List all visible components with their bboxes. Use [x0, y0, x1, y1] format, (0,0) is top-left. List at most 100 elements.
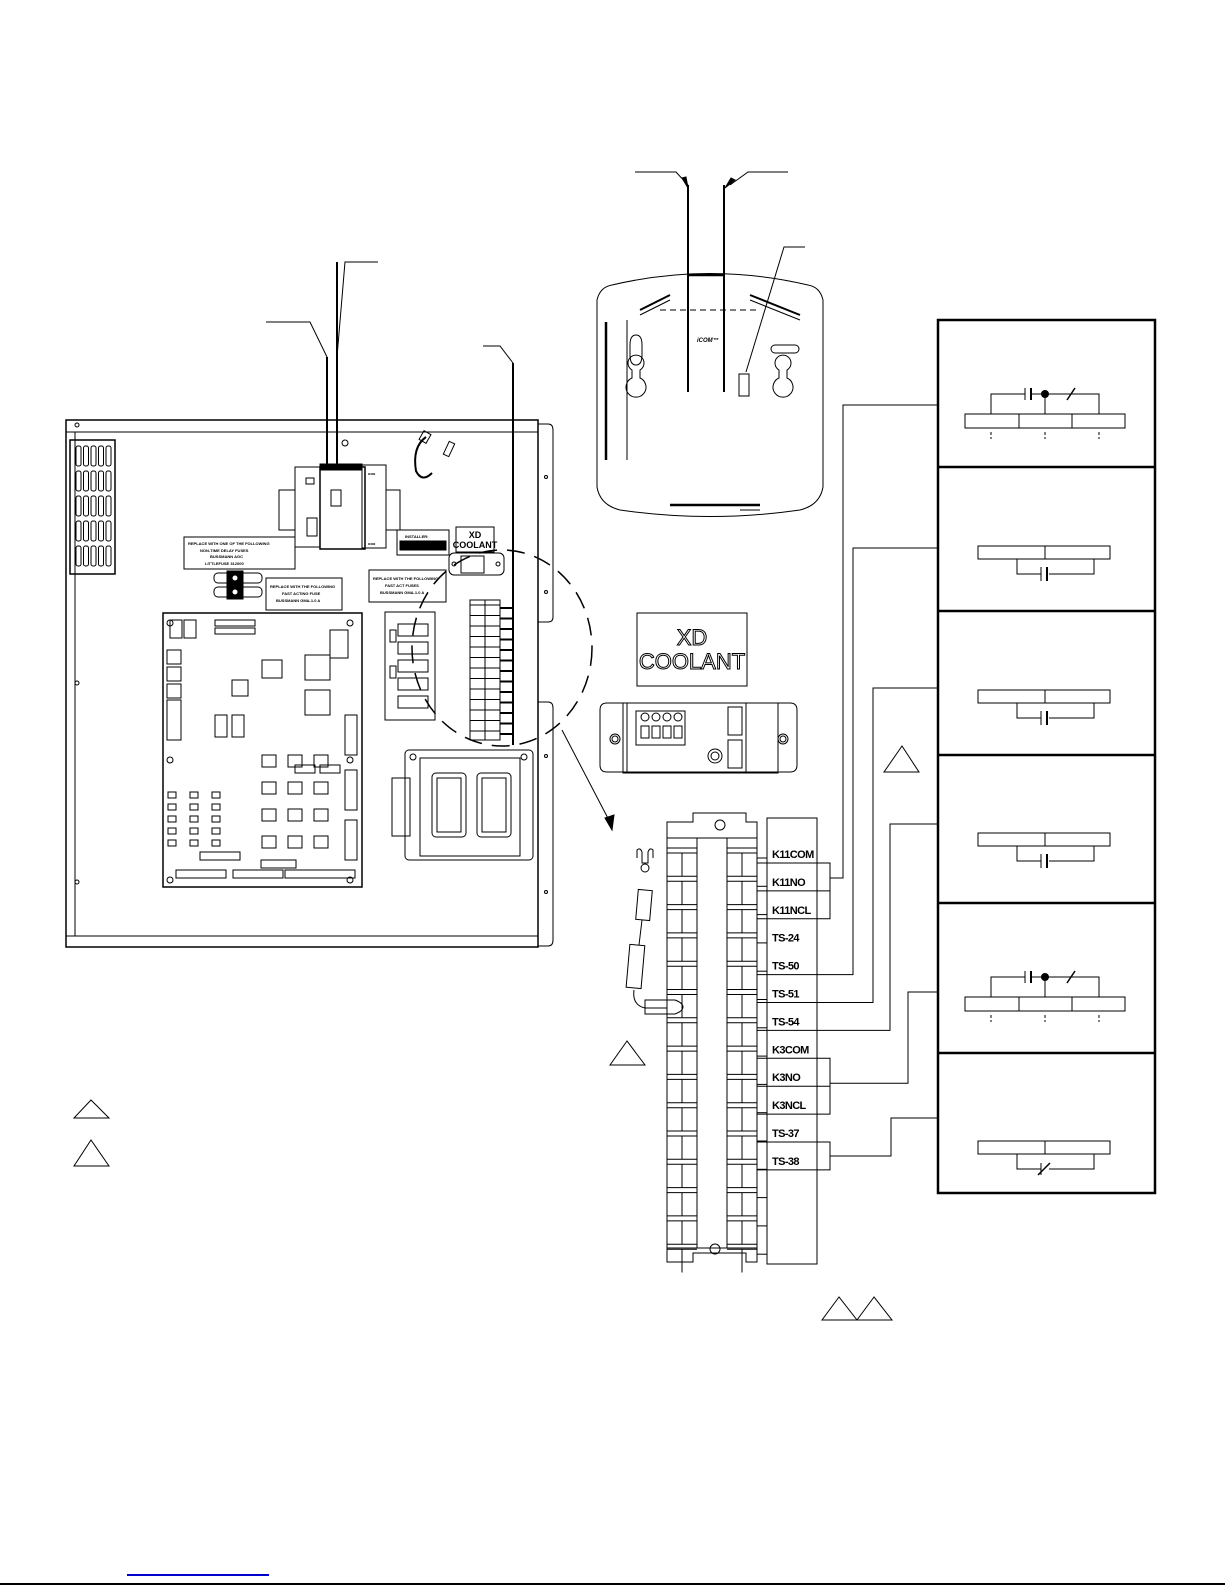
- vent-slot: [90, 545, 97, 567]
- contact-wire: [1016, 846, 1041, 862]
- transformer-assembly: ooo ooo: [278, 463, 401, 550]
- mount-hole: [346, 619, 354, 627]
- board-component: [166, 683, 182, 699]
- terminal-label-ts-38: TS-38: [772, 1156, 799, 1168]
- board-component: [344, 819, 358, 861]
- vent-slot: [83, 545, 89, 567]
- vent-slot: [75, 445, 82, 467]
- board-component: [261, 659, 283, 679]
- smd-component: [189, 827, 199, 835]
- wire-clamp: [662, 725, 672, 739]
- contact-wire: [1049, 1154, 1095, 1170]
- terminal-label-ts-24: TS-24: [772, 933, 800, 945]
- field-box-3: [977, 689, 1111, 725]
- icom-leaders: [635, 171, 805, 373]
- detail-callout-circle: [411, 549, 593, 747]
- terminal-block-detail: [666, 812, 767, 1273]
- vent-slot: [75, 470, 82, 492]
- xd-coolant-label: XD COOLANT: [636, 612, 748, 687]
- nc-contact-slash: [1066, 970, 1076, 984]
- wire-to-box-5: [830, 991, 938, 1084]
- wire-clamp: [640, 725, 650, 739]
- terminal-label-ts-50: TS-50: [772, 961, 799, 973]
- smd-component: [167, 791, 177, 799]
- xd-coolant-connector: [599, 702, 798, 774]
- contact-wire: [990, 976, 1025, 997]
- vent-slot: [75, 495, 82, 517]
- terminal-label-k11com: K11COM: [772, 849, 814, 861]
- contact-wire: [1049, 559, 1095, 575]
- panel-terminal-strip: [469, 599, 513, 741]
- board-component: [175, 869, 227, 879]
- vent-slot: [98, 495, 104, 517]
- fuse-label-3: REPLACE WITH THE FOLLOWING FAST ACT FUSE…: [368, 569, 447, 603]
- svg-text:ooo: ooo: [368, 541, 376, 546]
- smd-component: [211, 827, 221, 835]
- svg-text:REPLACE WITH ONE OF THE FOLLOW: REPLACE WITH ONE OF THE FOLLOWING: [188, 541, 270, 546]
- fuse-label-2: REPLACE WITH THE FOLLOWING FAST ACTING F…: [265, 577, 343, 611]
- contact-wire: [1072, 393, 1100, 414]
- vent-slot: [83, 445, 89, 467]
- board-component: [166, 649, 182, 665]
- note-triangle-pair: [821, 1296, 894, 1321]
- terminal-bar: [964, 996, 1126, 1012]
- board-component: [166, 666, 182, 682]
- terminal-label-ts-37: TS-37: [772, 1128, 799, 1140]
- mount-hole: [166, 876, 174, 884]
- board-component: [344, 769, 358, 811]
- contact-wire: [1016, 703, 1041, 719]
- board-component: [304, 689, 331, 716]
- vent-slot: [105, 545, 112, 567]
- ground-wire-assembly: [625, 848, 684, 1015]
- svg-text:COOLANT: COOLANT: [639, 649, 745, 674]
- note-triangle-2: [73, 1139, 110, 1167]
- board-component: [260, 859, 297, 869]
- smd-component: [189, 815, 199, 823]
- svg-text:XD: XD: [677, 625, 708, 650]
- note-triangle-ground: [609, 1040, 646, 1066]
- control-board: [162, 612, 363, 888]
- vent-slot: [75, 545, 82, 567]
- board-component: [231, 679, 249, 697]
- vent-slot: [98, 470, 104, 492]
- wire-to-box-2: [757, 547, 938, 976]
- contact-wire: [1049, 703, 1095, 719]
- svg-text:COOLANT: COOLANT: [453, 540, 498, 550]
- relay-component: [313, 754, 329, 768]
- smd-component: [167, 803, 177, 811]
- terminal-bar: [977, 1140, 1111, 1155]
- vent-slot: [90, 495, 97, 517]
- svg-text:LITTLEFUSE 312000: LITTLEFUSE 312000: [205, 561, 244, 566]
- installer-label: INSTALLER:: [396, 529, 450, 556]
- vent-slot: [105, 495, 112, 517]
- board-component: [183, 619, 197, 639]
- xd-coolant-small-connector: [448, 552, 505, 576]
- board-component: [329, 629, 349, 659]
- vent-slot: [105, 470, 112, 492]
- footer-link-underline[interactable]: [127, 1574, 269, 1576]
- terminal-label-ts-54: TS-54: [772, 1016, 800, 1028]
- terminal-label-k3no: K3NO: [772, 1072, 801, 1084]
- note-triangle-boxes: [883, 745, 920, 773]
- lower-enclosure: [391, 749, 534, 861]
- smd-component: [189, 839, 199, 847]
- terminal-label-ts-51: TS-51: [772, 989, 799, 1001]
- board-component: [199, 851, 241, 861]
- smd-component: [211, 791, 221, 799]
- board-component: [344, 714, 358, 756]
- vent-slot: [75, 520, 82, 542]
- board-component: [169, 619, 183, 639]
- field-device-column: [936, 318, 1157, 1195]
- mount-hole: [166, 756, 174, 764]
- vent-slot: [98, 445, 104, 467]
- wire-to-box-4: [757, 823, 938, 1031]
- vent-slot: [83, 495, 89, 517]
- contact-wire: [1016, 1154, 1041, 1170]
- leader-lines: [266, 261, 514, 364]
- contact-wire: [1016, 559, 1041, 575]
- screw-terminal: [673, 712, 683, 722]
- relay-component: [287, 754, 303, 768]
- vent-grille: [69, 439, 116, 575]
- contact-wire: [1049, 846, 1095, 862]
